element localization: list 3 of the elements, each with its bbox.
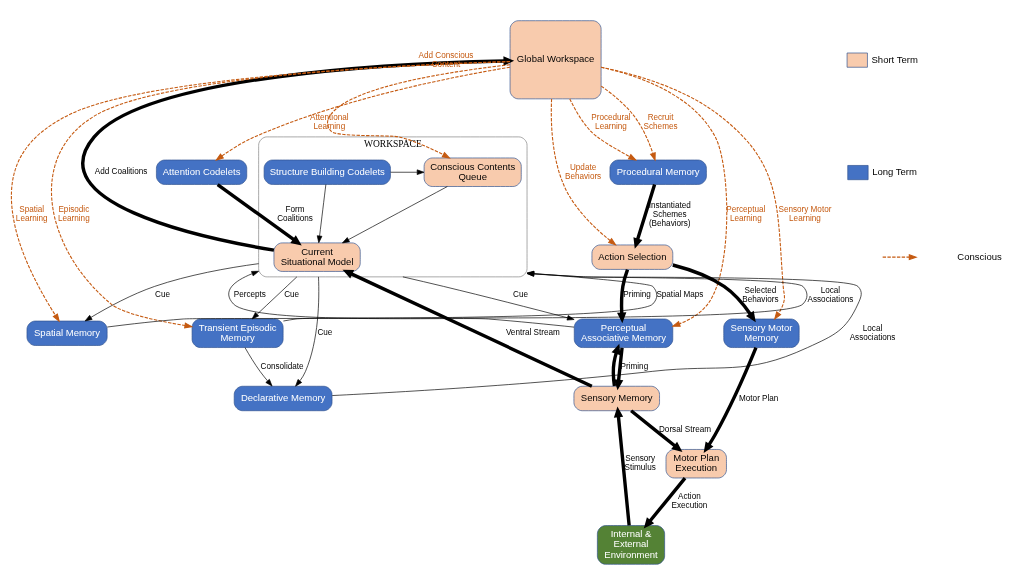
legend-label: Long Term bbox=[872, 165, 917, 177]
legend-label: Short Term bbox=[871, 53, 918, 65]
legend-label: Conscious bbox=[957, 250, 1002, 262]
